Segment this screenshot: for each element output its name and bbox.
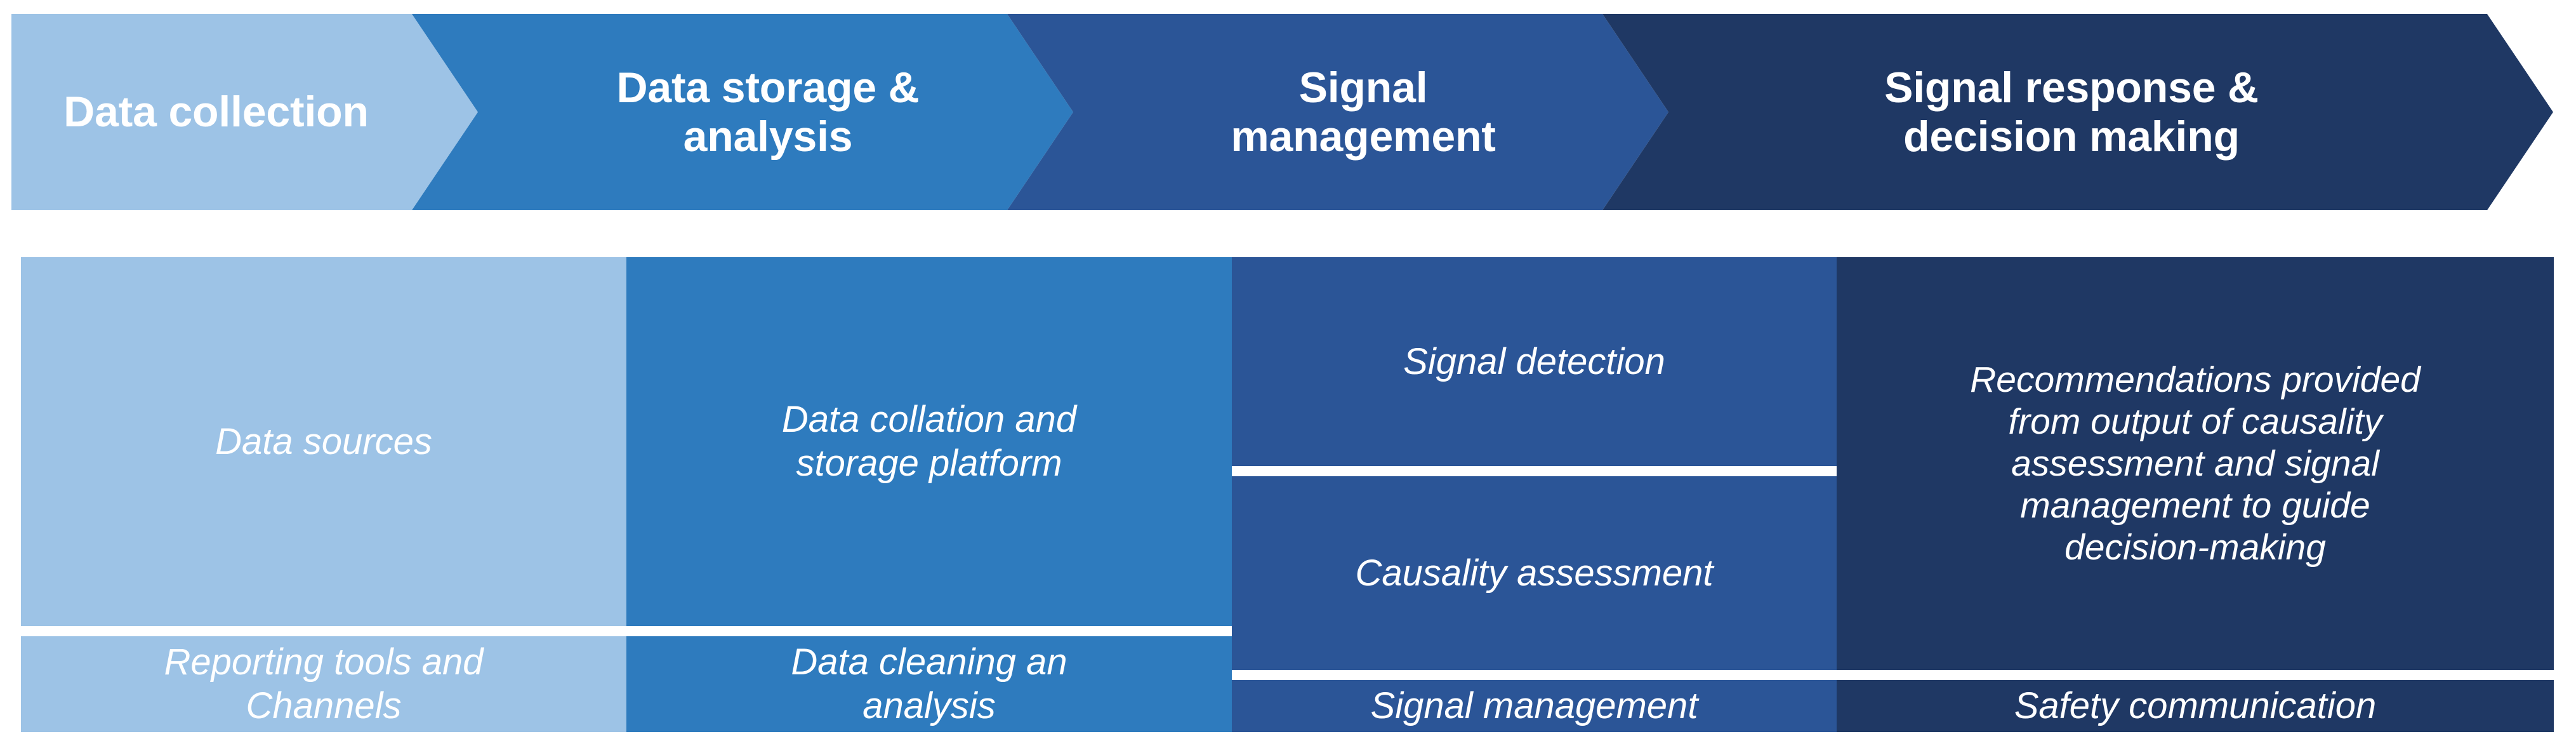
detail-cell-reporting-tools[interactable]: Reporting tools and Channels: [164, 641, 484, 727]
detail-table: Data sources Reporting tools and Channel…: [21, 257, 2554, 732]
process-stage-label: Data storage & analysis: [616, 63, 920, 161]
process-stage-label: Data collection: [63, 88, 369, 137]
process-flow-chevron-band: Data collection Data storage & analysis …: [11, 14, 2553, 210]
detail-cell-data-collation[interactable]: Data collation and storage platform: [781, 398, 1077, 484]
detail-cell-causality-assessment[interactable]: Causality assessment: [1355, 552, 1714, 594]
row-divider: [1837, 670, 2554, 681]
detail-cell-recommendations[interactable]: Recommendations provided from output of …: [1970, 359, 2421, 568]
row-divider: [626, 625, 1232, 636]
process-stage-label: Signal management: [1231, 63, 1496, 161]
detail-column-data-collection: Data sources Reporting tools and Channel…: [21, 257, 626, 732]
row-divider: [1232, 670, 1837, 681]
process-stage-data-collection[interactable]: Data collection: [11, 14, 478, 210]
detail-column-signal-management: Signal detection Causality assessment Si…: [1232, 257, 1837, 732]
row-divider: [1232, 465, 1837, 476]
detail-cell-data-cleaning[interactable]: Data cleaning an analysis: [791, 641, 1067, 727]
process-stage-label: Signal response & decision making: [1884, 63, 2259, 161]
detail-cell-safety-communication[interactable]: Safety communication: [2014, 685, 2377, 727]
detail-cell-data-sources[interactable]: Data sources: [215, 420, 432, 462]
process-stage-data-storage[interactable]: Data storage & analysis: [412, 14, 1073, 210]
detail-column-data-storage: Data collation and storage platform Data…: [626, 257, 1232, 732]
process-stage-signal-response[interactable]: Signal response & decision making: [1602, 14, 2553, 210]
process-stage-signal-management[interactable]: Signal management: [1007, 14, 1668, 210]
detail-cell-signal-detection[interactable]: Signal detection: [1403, 340, 1665, 382]
row-divider: [21, 625, 626, 636]
detail-column-signal-response: Recommendations provided from output of …: [1837, 257, 2554, 732]
detail-cell-signal-management[interactable]: Signal management: [1370, 685, 1698, 727]
